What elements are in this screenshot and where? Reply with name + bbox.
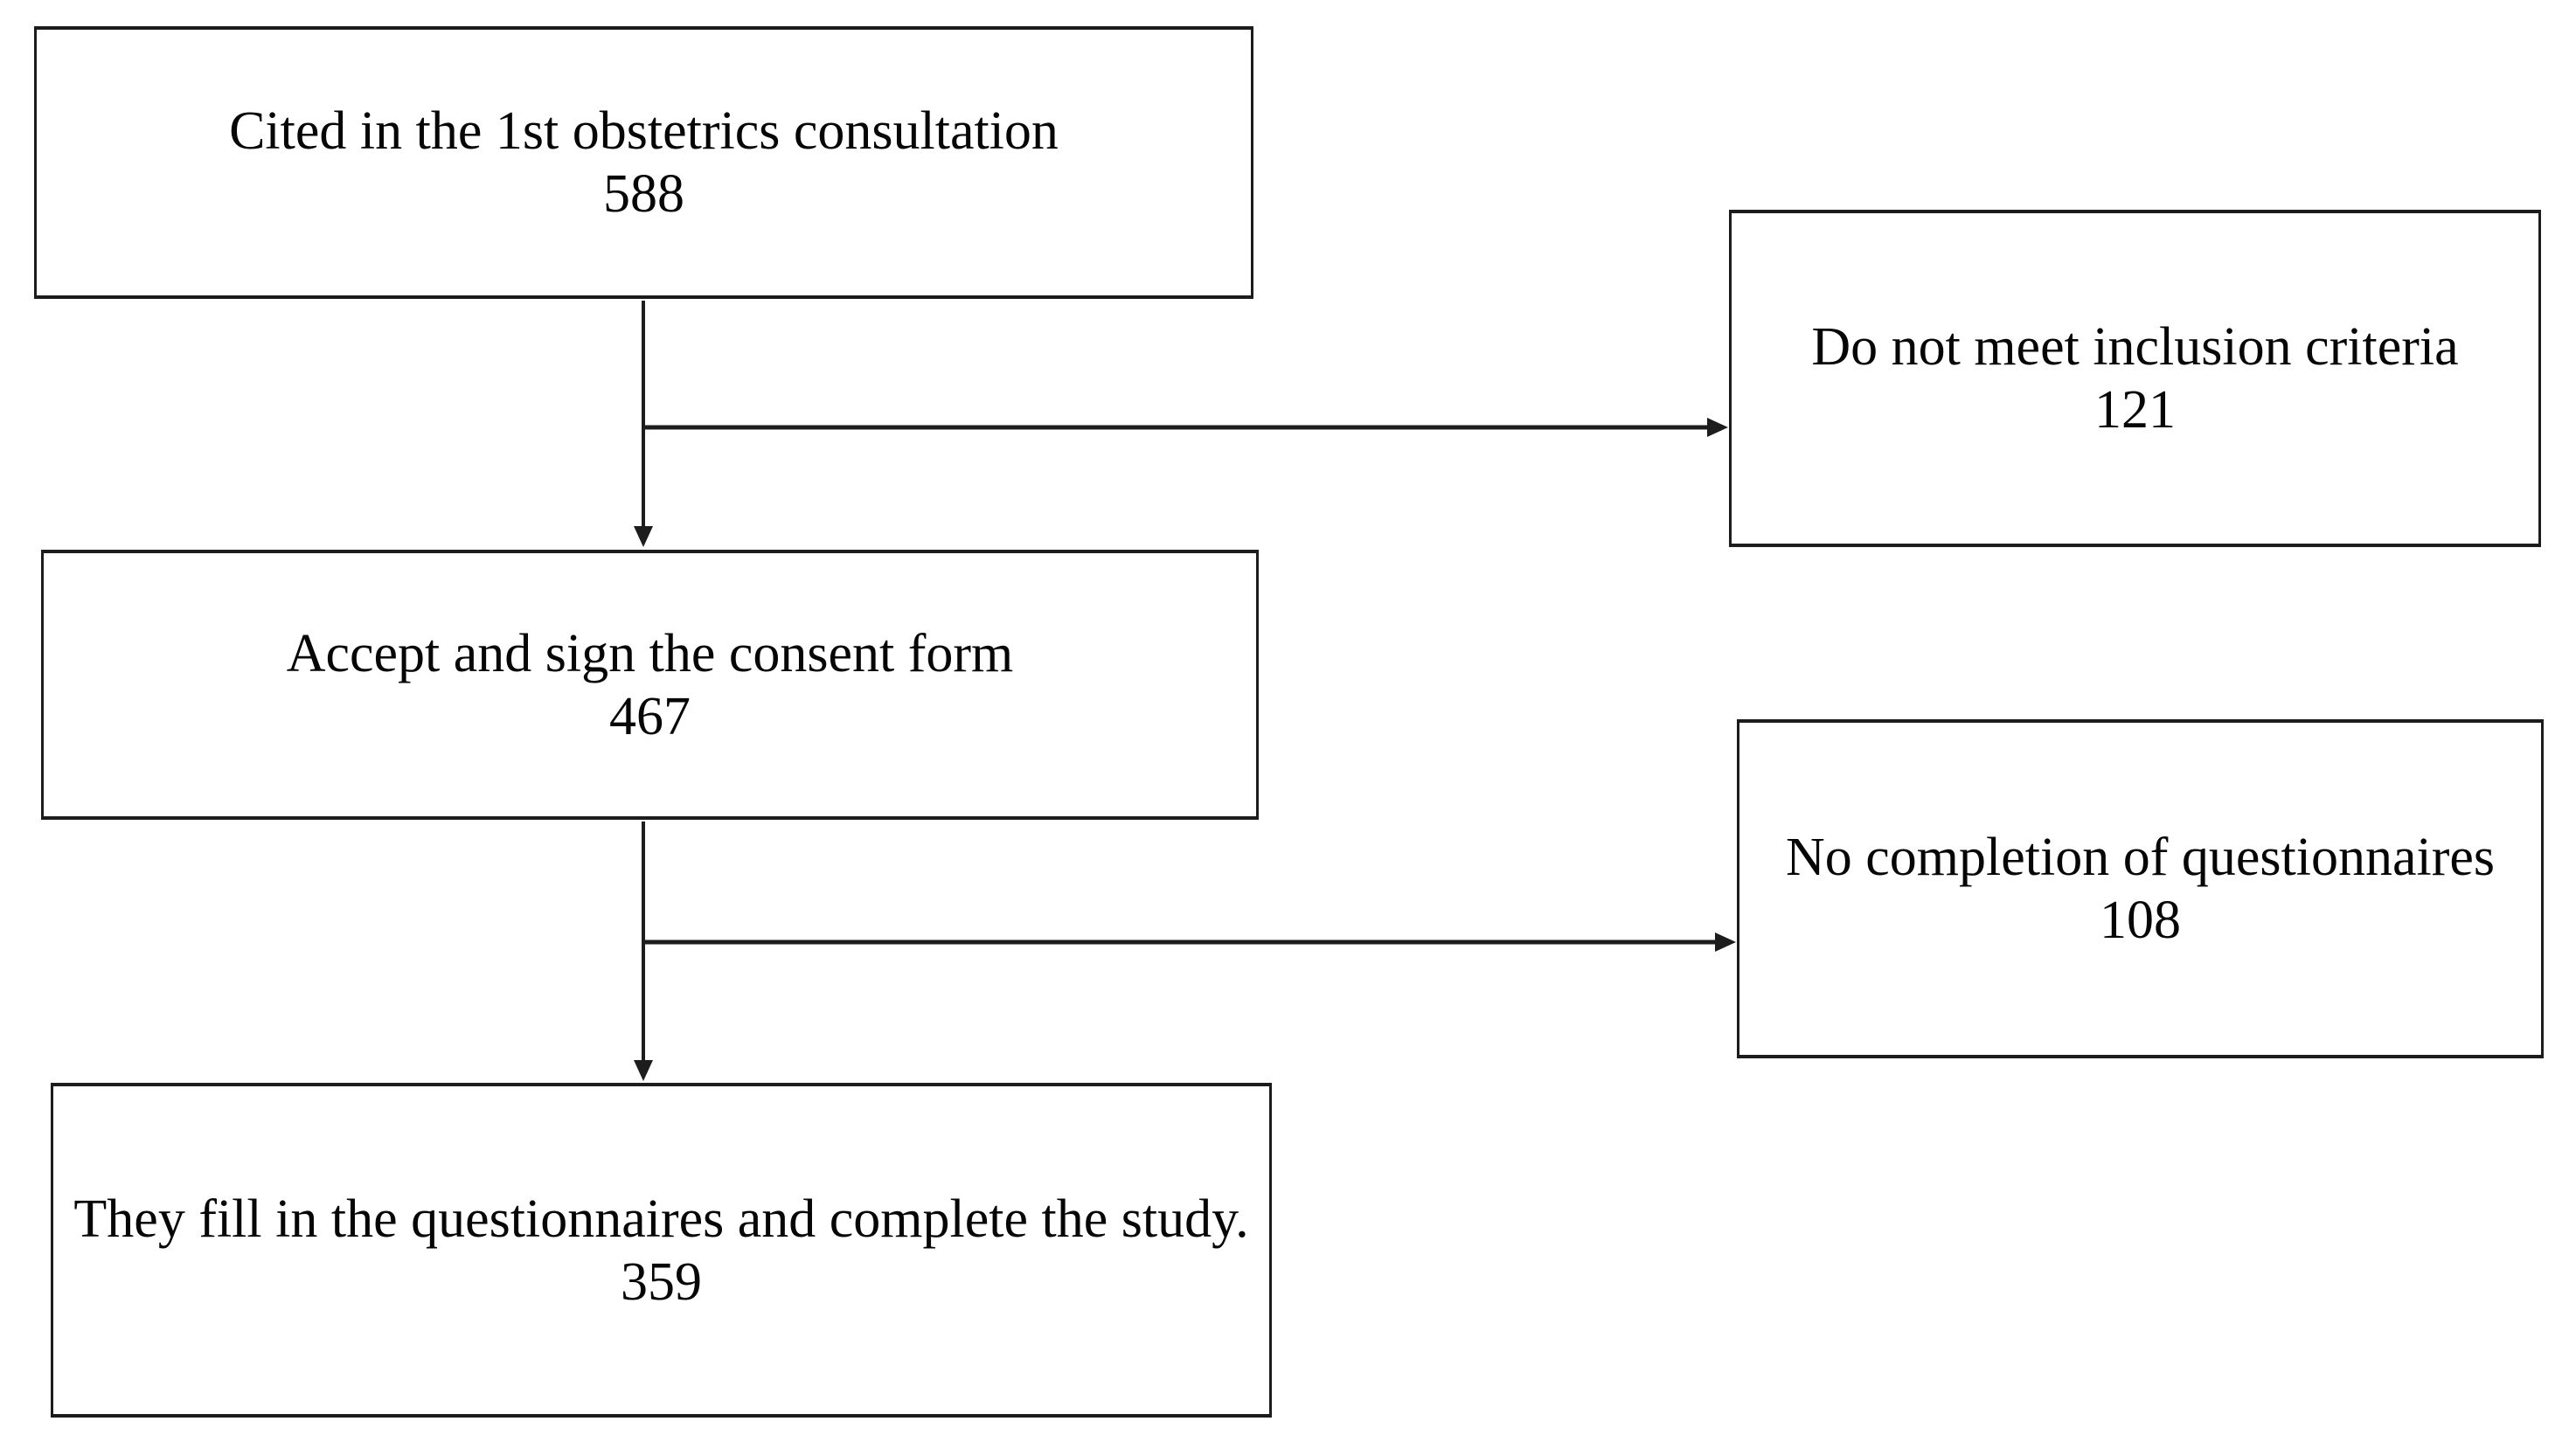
node-count: 467 — [609, 686, 691, 746]
node-excluded-inclusion: Do not meet inclusion criteria 121 — [1729, 210, 2541, 547]
node-label: Cited in the 1st obstetrics consultation — [229, 101, 1059, 161]
node-label: Accept and sign the consent form — [286, 623, 1014, 683]
node-label: They fill in the questionnaires and comp… — [73, 1189, 1249, 1249]
arrowhead-right-icon — [1715, 932, 1736, 952]
node-label: No completion of questionnaires — [1786, 828, 2495, 887]
node-count: 588 — [603, 164, 684, 224]
node-cited: Cited in the 1st obstetrics consultation… — [34, 26, 1253, 299]
edge-cited-to-consent — [634, 301, 653, 547]
node-excluded-questionnaires: No completion of questionnaires 108 — [1737, 719, 2544, 1058]
node-consent: Accept and sign the consent form 467 — [41, 550, 1259, 820]
edge-cited-to-excluded-inclusion — [643, 418, 1728, 437]
arrowhead-down-icon — [634, 1060, 653, 1081]
arrowhead-right-icon — [1707, 418, 1728, 437]
arrowhead-down-icon — [634, 526, 653, 547]
node-count: 108 — [2100, 891, 2181, 950]
node-count: 359 — [621, 1251, 702, 1312]
node-label: Do not meet inclusion criteria — [1811, 317, 2459, 377]
edge-consent-to-completed — [634, 822, 653, 1081]
node-count: 121 — [2094, 380, 2176, 440]
node-completed: They fill in the questionnaires and comp… — [51, 1083, 1272, 1418]
edge-consent-to-excluded-questionnaires — [643, 932, 1736, 952]
